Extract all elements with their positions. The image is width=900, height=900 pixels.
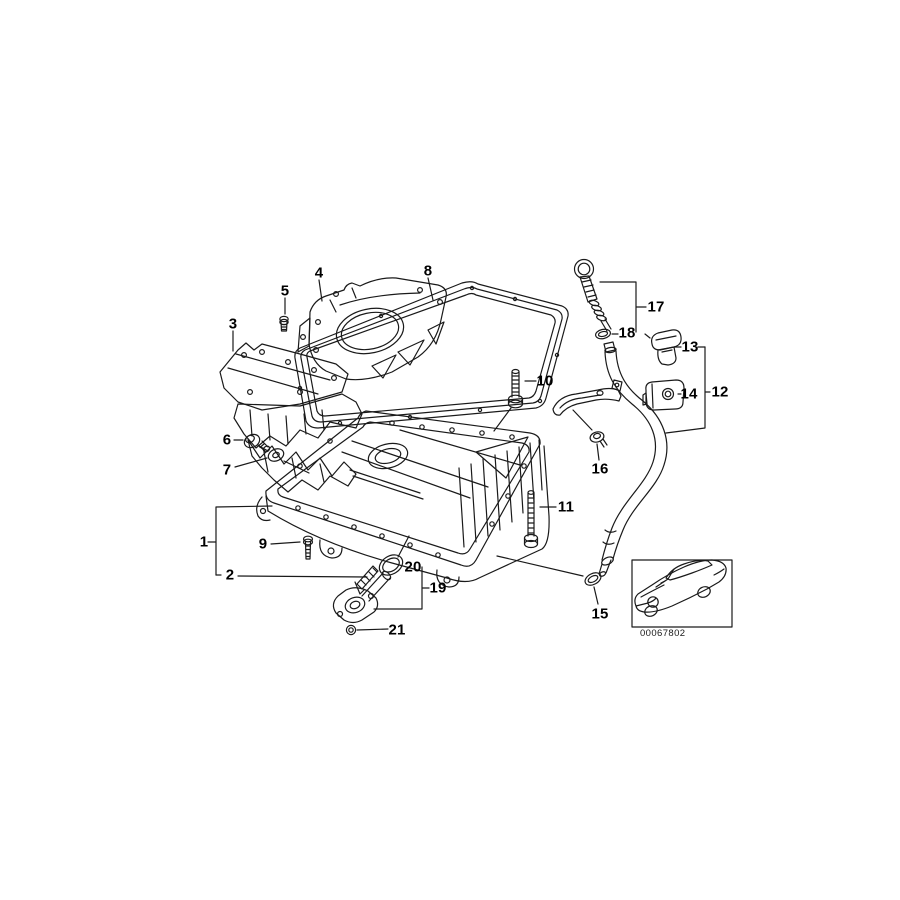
oil-level-sensor-drawing — [332, 570, 392, 624]
callout-21[interactable]: 21 — [388, 621, 406, 639]
callout-1[interactable]: 1 — [199, 533, 209, 551]
callout-8[interactable]: 8 — [423, 262, 433, 280]
nut-21-drawing — [345, 624, 357, 636]
car-outline-icon — [634, 559, 727, 617]
callout-3[interactable]: 3 — [228, 315, 238, 333]
oring-18-drawing — [595, 328, 611, 340]
callout-5[interactable]: 5 — [280, 282, 290, 300]
oring-15-drawing — [584, 572, 602, 586]
clip-14-drawing — [642, 379, 685, 411]
washer-7-drawing — [267, 448, 285, 462]
callout-leader-lines — [207, 277, 711, 631]
bolt-5-drawing — [279, 315, 289, 332]
bolt-11-drawing — [523, 490, 539, 549]
bolt-16-drawing — [589, 431, 608, 448]
image-number: 00067802 — [640, 628, 686, 639]
callout-16[interactable]: 16 — [591, 460, 609, 478]
callout-9[interactable]: 9 — [258, 535, 268, 553]
callout-14[interactable]: 14 — [680, 385, 698, 403]
oring-20-drawing — [378, 554, 404, 576]
location-marker-dot — [647, 596, 659, 608]
heat-shield-drawing — [219, 342, 363, 493]
callout-7[interactable]: 7 — [222, 461, 232, 479]
callout-18[interactable]: 18 — [618, 324, 636, 342]
callout-4[interactable]: 4 — [314, 264, 324, 282]
stud-drawing — [354, 565, 379, 595]
callout-19[interactable]: 19 — [429, 579, 447, 597]
callout-12[interactable]: 12 — [711, 383, 729, 401]
thumbnail-border — [631, 559, 733, 628]
callout-20[interactable]: 20 — [404, 558, 422, 576]
callout-11[interactable]: 11 — [557, 498, 575, 516]
bolt-9-drawing — [302, 535, 314, 560]
callout-10[interactable]: 10 — [536, 372, 554, 390]
car-location-thumbnail — [631, 559, 733, 628]
callout-6[interactable]: 6 — [222, 431, 232, 449]
clip-13-drawing — [644, 329, 682, 366]
callout-17[interactable]: 17 — [647, 298, 665, 316]
guide-tube-drawing — [598, 341, 668, 577]
callout-2[interactable]: 2 — [225, 566, 235, 584]
support-bracket-drawing — [552, 379, 623, 416]
dipstick-drawing — [573, 258, 612, 332]
gasket-drawing — [294, 281, 569, 429]
callout-15[interactable]: 15 — [591, 605, 609, 623]
callout-13[interactable]: 13 — [681, 338, 699, 356]
oil-pan-drawing — [256, 410, 550, 588]
bolt-10-drawing — [507, 368, 524, 409]
